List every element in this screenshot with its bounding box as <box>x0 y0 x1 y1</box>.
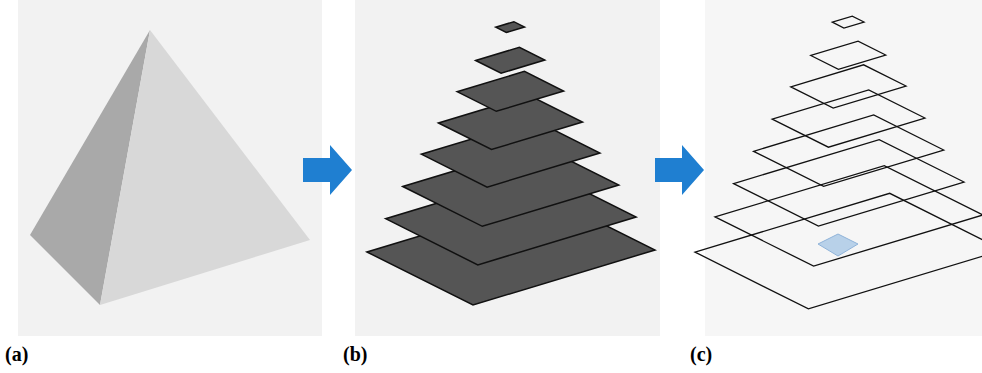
panel-ground <box>705 0 982 336</box>
panel-label: (c) <box>690 344 712 364</box>
slice-layer <box>811 41 886 69</box>
highlight-patch <box>818 234 858 256</box>
panel-ground <box>18 0 322 336</box>
panel-ground <box>355 0 660 336</box>
slice-layer <box>772 90 925 147</box>
pyramid-face <box>100 30 310 305</box>
slice-layer <box>476 47 545 73</box>
slice-layer <box>832 16 864 28</box>
process-arrow <box>303 145 352 195</box>
panel-label: (a) <box>5 344 28 364</box>
panel-label: (b) <box>343 344 367 364</box>
filled-slices <box>367 22 655 305</box>
outline-slices <box>695 16 982 309</box>
slice-layer <box>496 22 525 33</box>
slice-layer <box>457 71 563 111</box>
process-arrow <box>655 145 704 195</box>
slice-layer <box>695 193 982 309</box>
slice-layer <box>734 140 964 226</box>
slice-layer <box>754 115 944 186</box>
slice-layer <box>791 65 906 108</box>
slice-layer <box>715 166 982 266</box>
